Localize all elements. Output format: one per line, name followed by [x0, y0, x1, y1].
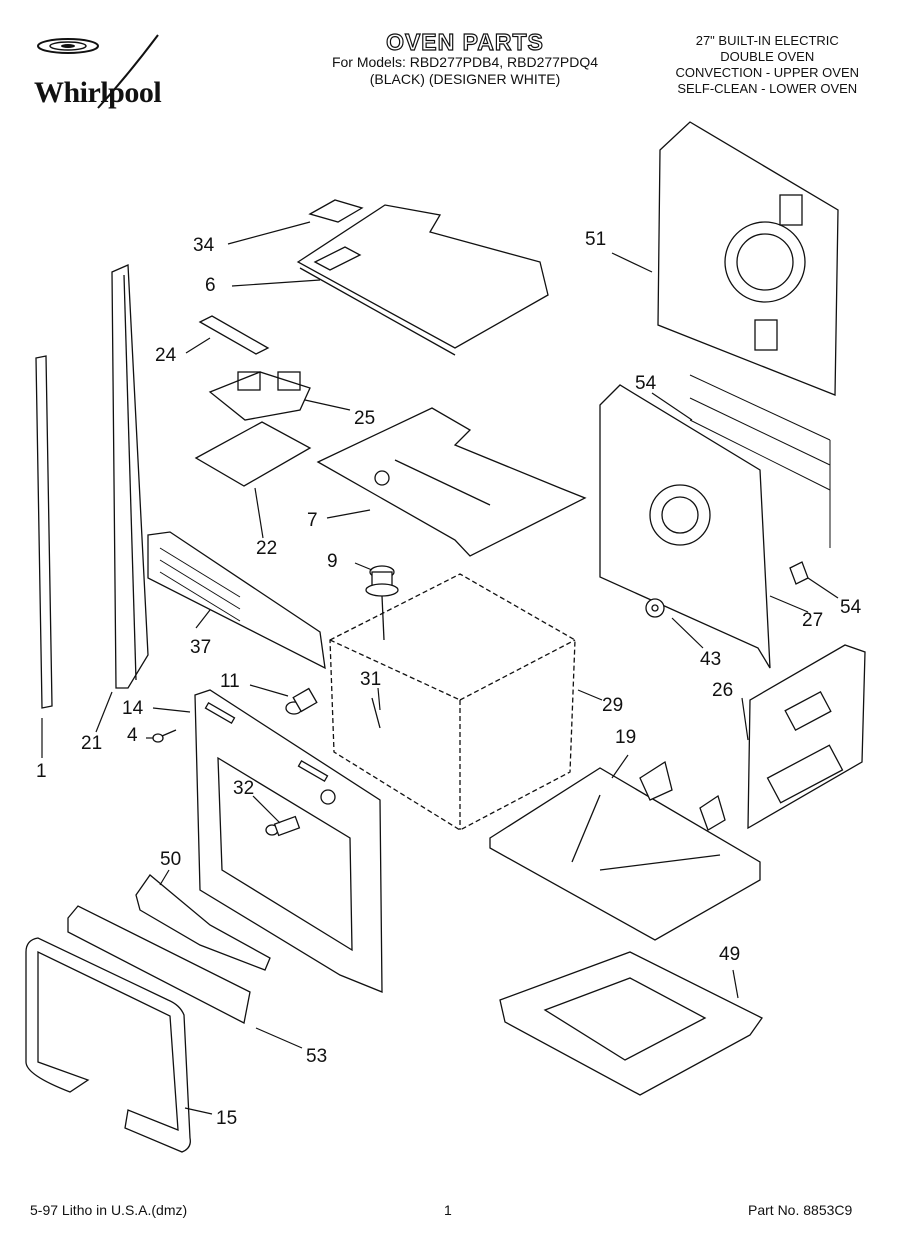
- callout-31: 32: [233, 778, 255, 799]
- part-23-bracket: [198, 315, 270, 355]
- part-1-trim-strip: [35, 355, 53, 709]
- oven-description: 27" BUILT-IN ELECTRIC DOUBLE OVEN CONVEC…: [676, 33, 859, 97]
- models-line: For Models: RBD277PDB4, RBD277PDQ4: [331, 54, 599, 70]
- brand-name: Whirlpool: [34, 76, 162, 109]
- callout-leaders: [41, 221, 839, 1115]
- part-34-vent-panel: [147, 531, 326, 670]
- callout-26: 27: [802, 610, 824, 631]
- callout-53: 54: [840, 597, 862, 618]
- callout-6: 6: [205, 275, 216, 296]
- callout-49: 50: [160, 849, 182, 870]
- desc-line: 27" BUILT-IN ELECTRIC: [695, 33, 839, 48]
- part-9-motor: [365, 565, 399, 641]
- callout-15: 15: [216, 1108, 238, 1129]
- part-11-lamp-socket: [285, 687, 318, 715]
- part-50-back-panel: [657, 121, 839, 396]
- callout-7: 7: [307, 510, 318, 531]
- desc-line: SELF-CLEAN - LOWER OVEN: [677, 81, 858, 96]
- callout-51: 53: [306, 1046, 328, 1067]
- callout-27: 29: [602, 695, 624, 716]
- part-24-control-assembly: [208, 371, 311, 421]
- callout-54: 54: [635, 373, 657, 394]
- callout-23: 24: [155, 345, 177, 366]
- callout-19: 19: [615, 727, 637, 748]
- callout-21: 21: [81, 733, 103, 754]
- callout-22: 22: [256, 538, 278, 559]
- part-31-switch: [265, 789, 336, 837]
- callout-25: 26: [712, 680, 734, 701]
- part-37-fan-blade: [645, 598, 665, 618]
- callout-1: 1: [36, 761, 47, 782]
- part-4-screw: [152, 729, 177, 743]
- desc-line: CONVECTION - UPPER OVEN: [675, 65, 859, 80]
- part-14-front-frame: [194, 689, 383, 993]
- whirlpool-logo: Whirlpool: [18, 30, 188, 110]
- whirlpool-swirl-icon: [37, 34, 159, 109]
- callout-14: 14: [122, 698, 144, 719]
- callout-24: 25: [354, 408, 376, 429]
- part-19-drip-tray: [489, 760, 761, 941]
- callout-9: 9: [327, 551, 338, 572]
- callout-37: 43: [700, 649, 722, 670]
- footer-part-number: Part No. 8853C9: [748, 1202, 853, 1218]
- part-32-plate: [308, 199, 364, 223]
- part-54-convection-back: [599, 384, 771, 669]
- part-22-insulation: [194, 421, 312, 487]
- part-43-bottom-tray: [499, 951, 763, 1096]
- footer-litho: 5-97 Litho in U.S.A.(dmz): [30, 1202, 188, 1218]
- desc-line: DOUBLE OVEN: [720, 49, 815, 64]
- title-block: OVEN PARTS For Models: RBD277PDB4, RBD27…: [300, 29, 630, 88]
- part-15-gasket: [25, 937, 191, 1153]
- part-53-clip: [789, 561, 809, 585]
- colors-line: (BLACK) (DESIGNER WHITE): [369, 71, 561, 87]
- callout-29: 31: [360, 669, 382, 690]
- callout-4: 4: [127, 725, 138, 746]
- callout-43: 49: [719, 944, 741, 965]
- callout-11: 11: [220, 671, 240, 692]
- part-7-mid-panel: [316, 407, 587, 557]
- part-51-front-trim: [67, 905, 251, 1024]
- part-29-pin: [371, 697, 381, 729]
- part-27-oven-cavity: [329, 573, 576, 831]
- callout-34: 37: [190, 637, 212, 658]
- page-title: OVEN PARTS: [385, 29, 544, 55]
- part-6-top-panel: [296, 204, 549, 349]
- callout-50: 51: [585, 229, 607, 250]
- callout-32: 34: [193, 235, 215, 256]
- part-49-duct: [135, 874, 271, 971]
- footer-page-number: 1: [444, 1202, 452, 1218]
- part-25-vent-plate: [747, 644, 866, 830]
